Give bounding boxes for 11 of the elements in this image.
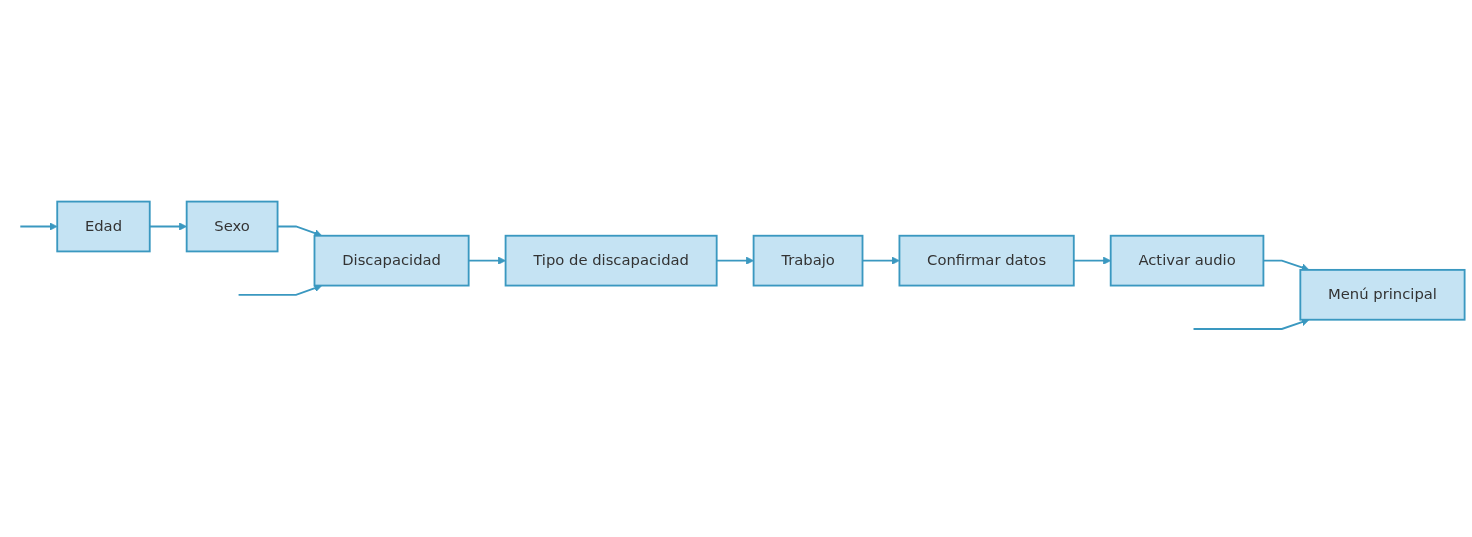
node-box: Sexo: [185, 200, 279, 253]
node-box: Menú principal: [1299, 268, 1466, 321]
node-box: Tipo de discapacidad: [504, 234, 718, 287]
node-box: Activar audio: [1109, 234, 1265, 287]
node-box: Confirmar datos: [898, 234, 1075, 287]
arrow: [1192, 318, 1310, 330]
arrow: [19, 222, 58, 231]
node-box: Discapacidad: [313, 234, 470, 287]
node-box: Trabajo: [752, 234, 864, 287]
arrow: [237, 284, 323, 296]
node-box: Edad: [56, 200, 151, 253]
